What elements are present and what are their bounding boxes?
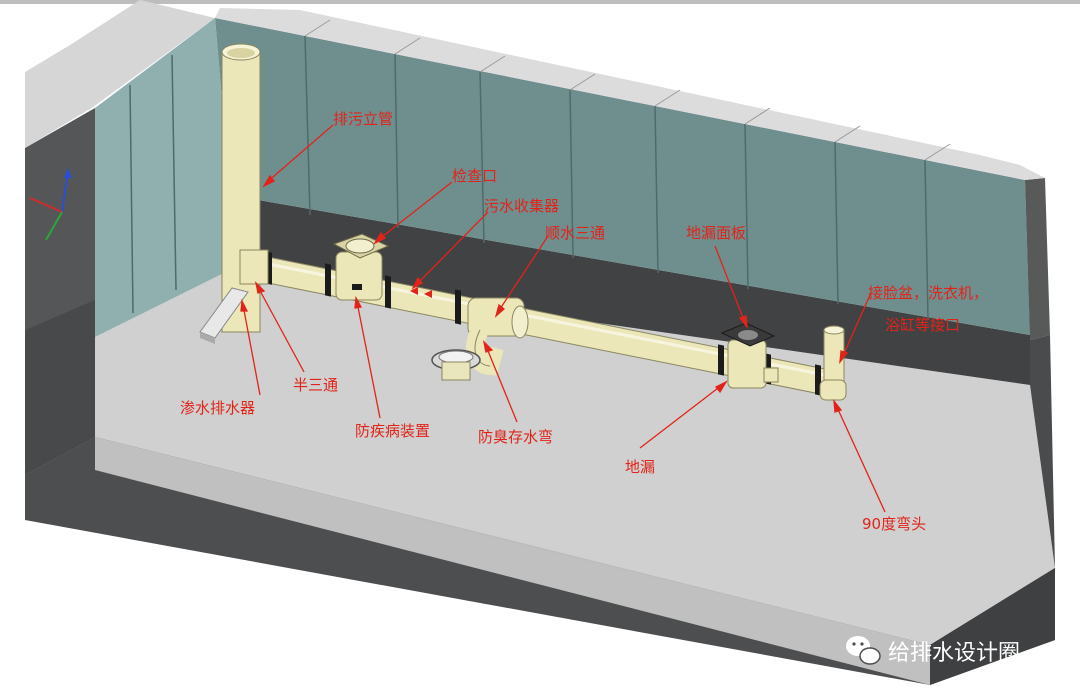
- label-stack: 排污立管: [333, 110, 393, 128]
- label-seepage: 渗水排水器: [180, 399, 255, 417]
- label-tee: 顺水三通: [545, 224, 605, 242]
- wechat-icon: [846, 636, 881, 665]
- label-trap: 防臭存水弯: [478, 428, 553, 446]
- label-elbow: 90度弯头: [862, 515, 926, 533]
- elbow-90: [819, 325, 847, 401]
- sewage-collector: [332, 233, 390, 301]
- label-drain-panel: 地漏面板: [686, 224, 746, 242]
- odor-trap: [431, 325, 504, 381]
- label-antidisease: 防疾病装置: [355, 422, 430, 440]
- label-collector: 污水收集器: [484, 197, 559, 215]
- label-half-tee: 半三通: [293, 376, 338, 394]
- sanitary-tee: [467, 297, 529, 339]
- label-fixture-line2: 浴缸等接口: [885, 316, 960, 334]
- watermark-text: 给排水设计圈: [888, 641, 1020, 666]
- seepage-drain: [199, 287, 249, 344]
- pipe-system: [199, 43, 847, 401]
- leader-lines: [240, 124, 886, 513]
- watermark: 给排水设计圈: [846, 636, 1020, 666]
- drain-stack: [221, 43, 261, 333]
- wall-tile-seams: [129, 35, 929, 321]
- label-floor-drain: 地漏: [625, 458, 655, 476]
- labels: 排污立管 检查口 污水收集器 顺水三通 地漏面板 接脸盆，洗衣机， 浴缸等接口 …: [180, 110, 988, 533]
- label-fixture-line1: 接脸盆，洗衣机，: [868, 284, 988, 302]
- floor-drain: [720, 322, 779, 389]
- axis-triad-icon: [29, 168, 72, 241]
- label-inspection: 检查口: [452, 167, 497, 185]
